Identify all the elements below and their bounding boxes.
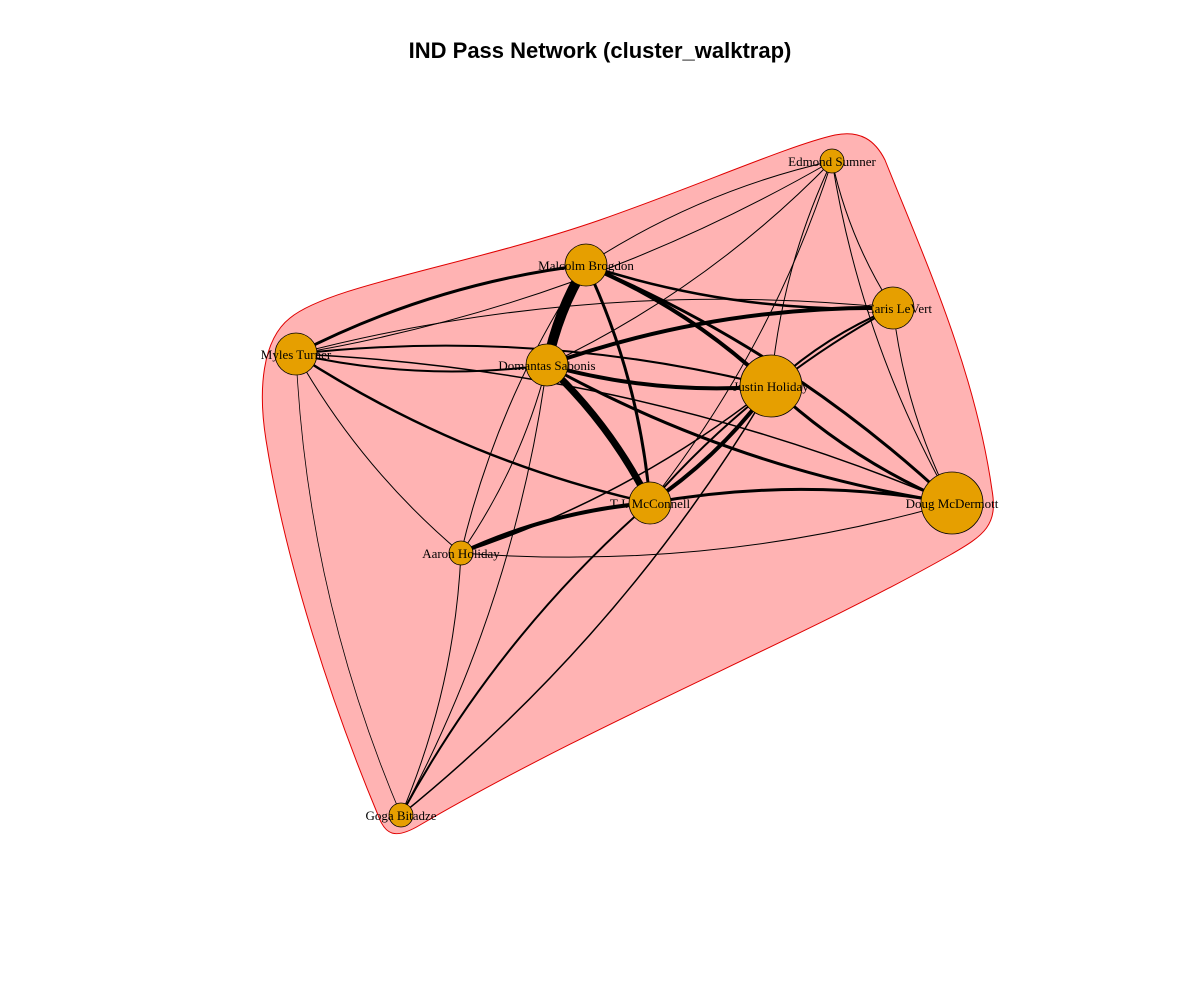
edge-goga-myles — [295, 353, 402, 816]
node-label-tj: T.J. McConnell — [610, 496, 691, 511]
edge-myles-aaron — [295, 353, 462, 554]
edge-edmond-malcolm — [585, 160, 833, 266]
node-circle-caris — [871, 286, 915, 330]
edge-myles-caris — [295, 298, 894, 355]
chart-title: IND Pass Network (cluster_walktrap) — [408, 38, 792, 63]
node-circle-domantas — [525, 343, 569, 387]
edge-edmond-domantas — [546, 160, 833, 366]
node-circle-edmond — [819, 148, 845, 174]
cluster-hull — [261, 133, 994, 835]
node-circle-malcolm — [564, 243, 608, 287]
node-label-domantas: Domantas Sabonis — [498, 358, 595, 373]
edge-malcolm-myles — [294, 263, 588, 356]
node-tj: T.J. McConnell — [610, 481, 691, 525]
node-circle-goga — [388, 802, 414, 828]
node-circle-aaron — [448, 540, 474, 566]
edge-edmond-tj — [649, 160, 833, 504]
node-domantas: Domantas Sabonis — [498, 343, 596, 387]
node-label-aaron: Aaron Holiday — [422, 546, 500, 561]
edge-tj-goga — [400, 502, 651, 816]
node-label-malcolm: Malcolm Brogdon — [538, 258, 634, 273]
node-caris: Caris LeVert — [866, 286, 932, 330]
edge-myles-doug — [295, 353, 953, 504]
node-label-goga: Goga Bitadze — [365, 808, 436, 823]
node-label-myles: Myles Turner — [261, 347, 332, 362]
edge-tj-aaron — [459, 501, 652, 555]
edge-aaron-domantas — [460, 364, 548, 554]
edge-edmond-doug — [831, 160, 953, 504]
node-myles: Myles Turner — [261, 332, 332, 376]
node-justin: Justin Holiday — [733, 354, 809, 418]
node-edmond: Edmond Sumner — [788, 148, 877, 174]
edge-malcolm-caris — [584, 263, 895, 310]
edge-tj-myles — [294, 352, 652, 505]
node-label-justin: Justin Holiday — [733, 379, 809, 394]
node-aaron: Aaron Holiday — [422, 540, 500, 566]
edge-goga-domantas — [400, 364, 548, 816]
edge-goga-justin — [400, 385, 772, 816]
node-circle-tj — [628, 481, 672, 525]
node-circle-justin — [739, 354, 803, 418]
node-circle-myles — [274, 332, 318, 376]
edge-myles-domantas — [295, 353, 548, 373]
edge-tj-doug — [648, 487, 954, 505]
node-malcolm: Malcolm Brogdon — [538, 243, 634, 287]
edge-malcolm-tj — [584, 263, 652, 505]
node-doug: Doug McDermott — [906, 471, 999, 535]
node-goga: Goga Bitadze — [365, 802, 437, 828]
node-label-edmond: Edmond Sumner — [788, 154, 876, 169]
node-label-doug: Doug McDermott — [906, 496, 999, 511]
edge-aaron-doug — [460, 502, 953, 558]
node-label-caris: Caris LeVert — [866, 301, 932, 316]
node-circle-doug — [920, 471, 984, 535]
edge-aaron-malcolm — [460, 264, 587, 554]
edge-aaron-goga — [400, 552, 462, 816]
edge-justin-aaron — [460, 385, 772, 554]
